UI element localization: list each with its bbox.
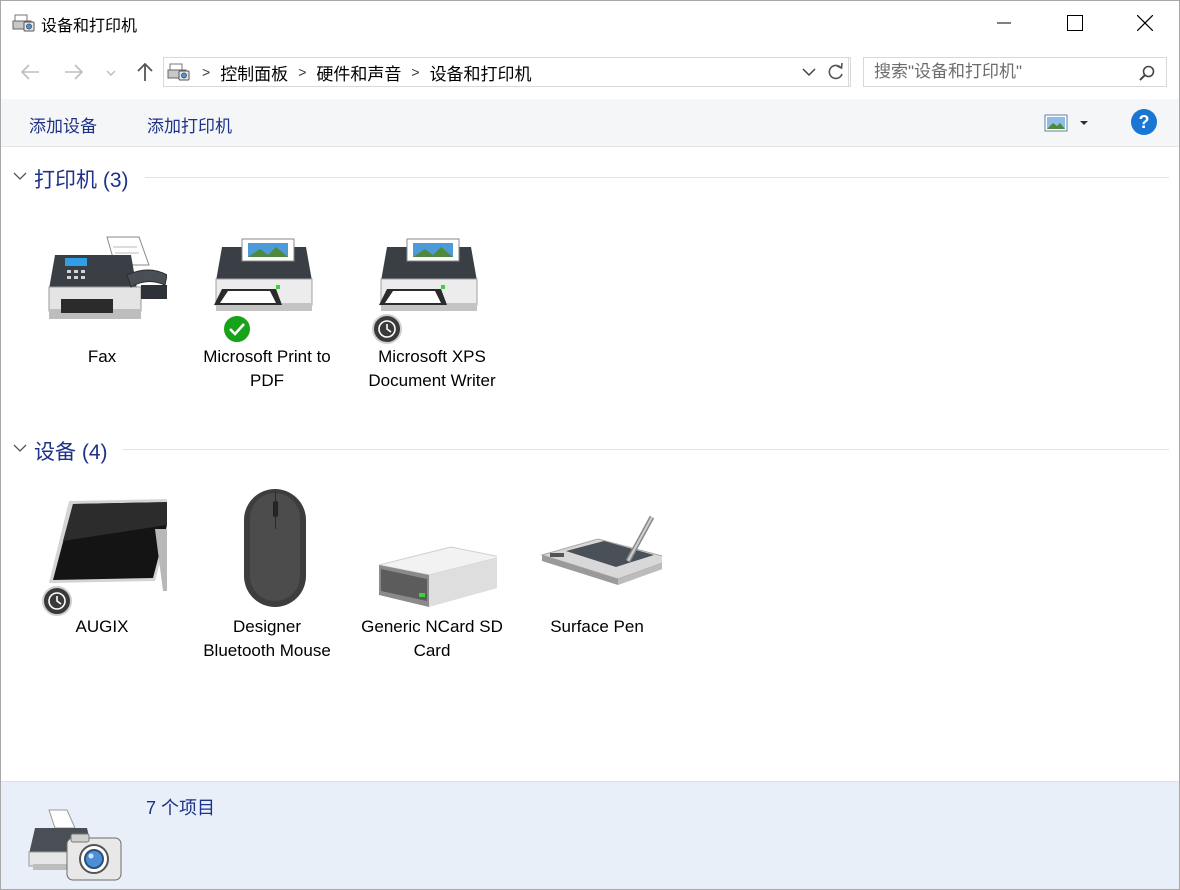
group-divider [123,449,1169,450]
device-label: Microsoft Print to PDF [203,347,331,390]
search-box[interactable] [863,57,1167,87]
minimize-icon [997,22,1011,24]
clock-status-icon [372,314,402,344]
breadcrumb-control-panel[interactable]: 控制面板 [220,64,289,84]
device-item-fax[interactable]: Fax [27,225,177,369]
breadcrumb-separator-icon[interactable]: > [202,64,211,80]
device-item-generic-ncard-sd-card[interactable]: Generic NCard SD Card [357,489,507,663]
drive-icon [367,489,502,609]
refresh-icon [828,62,843,80]
mouse-icon [202,489,332,609]
devices-printers-app-icon [12,14,35,32]
printer-icon [367,225,497,345]
device-item-designer-bluetooth-mouse[interactable]: Designer Bluetooth Mouse [192,489,342,663]
breadcrumb: > 控制面板 > 硬件和声音 > 设备和打印机 [164,58,532,86]
item-count: 7 个项目 [146,798,216,818]
command-bar: 添加设备 添加打印机 ? [1,99,1179,147]
back-button[interactable] [17,59,45,85]
breadcrumb-separator-icon[interactable]: > [411,64,420,80]
device-label: Generic NCard SD Card [361,617,503,660]
group-divider [145,177,1169,178]
breadcrumb-separator-icon[interactable]: > [298,64,307,80]
search-icon[interactable] [1138,64,1156,82]
address-dropdown-icon[interactable] [800,64,818,80]
chevron-collapse-icon[interactable] [12,440,28,456]
view-options-icon [1044,114,1068,132]
back-arrow-icon [20,64,39,80]
address-bar[interactable]: > 控制面板 > 硬件和声音 > 设备和打印机 [163,57,849,87]
device-label: Microsoft XPS Document Writer [368,347,496,390]
breadcrumb-devices-printers[interactable]: 设备和打印机 [429,64,532,84]
add-printer-button[interactable]: 添加打印机 [147,117,232,136]
device-label: AUGIX [75,617,129,636]
device-label: Designer Bluetooth Mouse [203,617,331,660]
window-title: 设备和打印机 [41,18,138,35]
device-label: Fax [87,347,117,366]
maximize-icon [1067,15,1083,31]
default-printer-check-icon [222,314,252,344]
group-header-devices[interactable]: 设备 (4) [1,434,1179,464]
maximize-button[interactable] [1045,1,1103,45]
chevron-down-icon [1080,121,1088,125]
tablet-icon [37,489,177,616]
recent-locations-button[interactable] [101,59,121,85]
breadcrumb-hardware-sound[interactable]: 硬件和声音 [316,64,402,84]
details-pane: 7 个项目 [1,781,1179,889]
refresh-button[interactable] [823,57,851,87]
device-label: Surface Pen [550,617,644,636]
forward-arrow-icon [65,64,84,80]
minimize-button[interactable] [975,1,1033,45]
device-item-surface-pen[interactable]: Surface Pen [522,489,676,639]
group-title-devices: 设备 (4) [34,441,108,464]
chevron-down-icon [106,70,116,76]
add-device-button[interactable]: 添加设备 [29,117,97,136]
title-bar: 设备和打印机 [1,1,1179,45]
devices-printers-location-icon [167,63,190,81]
group-header-printers[interactable]: 打印机 (3) [1,162,1179,192]
chevron-collapse-icon[interactable] [12,168,28,184]
search-input[interactable] [874,61,1124,83]
printer-icon [202,225,332,345]
device-item-microsoft-print-to-pdf[interactable]: Microsoft Print to PDF [192,225,342,393]
device-item-microsoft-xps-document-writer[interactable]: Microsoft XPS Document Writer [357,225,507,393]
help-button[interactable]: ? [1131,109,1157,135]
devices-printers-large-icon [28,809,122,881]
close-icon [1137,15,1153,31]
clock-status-icon [42,586,72,616]
up-button[interactable] [131,59,159,85]
close-button[interactable] [1115,1,1173,45]
fax-icon [37,225,173,345]
forward-button[interactable] [61,59,89,85]
change-view-button[interactable] [1041,111,1097,135]
pen-tablet-icon [532,489,676,609]
up-arrow-icon [137,62,153,81]
group-title-printers: 打印机 (3) [34,169,129,192]
device-item-augix[interactable]: AUGIX [27,489,177,639]
